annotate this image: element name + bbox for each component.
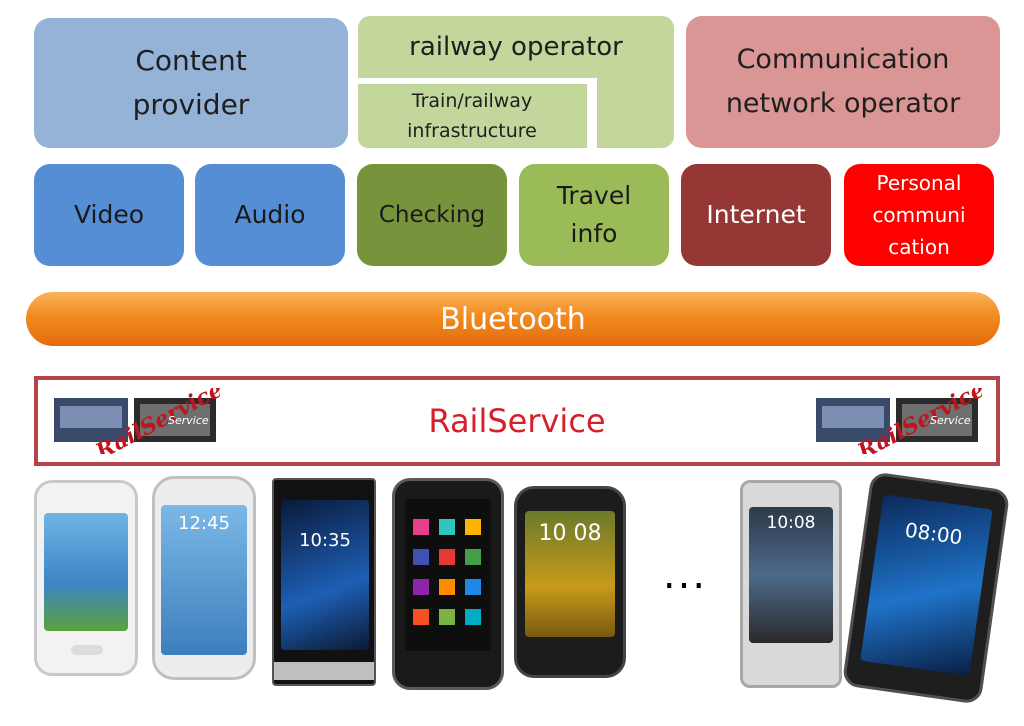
more-phones-ellipsis: ...	[662, 552, 708, 598]
phone-screen: 10 08	[525, 511, 615, 637]
phone-clock: 08:00	[903, 517, 964, 550]
audio-label: Audio	[234, 200, 306, 229]
phone-screen: 10:35	[281, 500, 369, 650]
phone-screen: 10:08	[749, 507, 833, 643]
content-provider-label: Content provider	[132, 44, 250, 121]
travel-info-box: Travel info	[519, 164, 669, 266]
travel-info-label: Travel info	[556, 181, 632, 248]
railservice-logo-small-text: Service	[930, 414, 971, 427]
phone-htc-desire: 10 08	[514, 486, 626, 678]
video-box: Video	[34, 164, 184, 266]
phone-clock: 12:45	[178, 513, 230, 534]
phone-clock: 10:35	[299, 530, 351, 551]
phone-htc-one: 10:08	[740, 480, 842, 688]
train-infrastructure-box: Train/railway infrastructure	[358, 84, 586, 148]
phone-screen	[44, 513, 128, 631]
phone-screen	[405, 499, 491, 651]
bluetooth-label: Bluetooth	[440, 301, 586, 337]
phone-galaxy-s3: 12:45	[152, 476, 256, 680]
communication-operator-box: Communication network operator	[686, 16, 1000, 148]
phone-sony-xperia: 10:35	[272, 478, 376, 686]
audio-box: Audio	[195, 164, 345, 266]
personal-communication-box: Personal communi cation	[844, 164, 994, 266]
railway-divider-horizontal	[358, 78, 597, 84]
railservice-logo-small-text: Service	[168, 414, 209, 427]
phone-screen: 12:45	[161, 505, 247, 655]
home-button	[71, 645, 103, 655]
railservice-logo-left: RailService Service	[54, 388, 220, 454]
checking-label: Checking	[378, 202, 486, 228]
train-infrastructure-label: Train/railway infrastructure	[407, 90, 537, 142]
personal-communication-label: Personal communi cation	[872, 171, 966, 259]
phone-touch-black	[392, 478, 504, 690]
railservice-label: RailService	[428, 402, 606, 440]
internet-label: Internet	[706, 200, 806, 229]
railway-divider	[587, 78, 597, 148]
phone-screen: 08:00	[860, 494, 993, 676]
video-label: Video	[73, 200, 145, 229]
phone-clock: 10:08	[766, 513, 816, 533]
phone-asus-padfone: 08:00	[841, 471, 1011, 705]
railservice-logo-right: RailService Service	[816, 388, 982, 454]
railway-operator-label: railway operator	[409, 32, 623, 62]
internet-box: Internet	[681, 164, 831, 266]
checking-box: Checking	[357, 164, 507, 266]
phone-clock: 10 08	[538, 521, 602, 546]
content-provider-box: Content provider	[34, 18, 348, 148]
communication-operator-label: Communication network operator	[725, 44, 961, 119]
phone-samsung-white	[34, 480, 138, 676]
bluetooth-bar: Bluetooth	[26, 292, 1000, 346]
phone-bottom-bar	[274, 662, 374, 680]
